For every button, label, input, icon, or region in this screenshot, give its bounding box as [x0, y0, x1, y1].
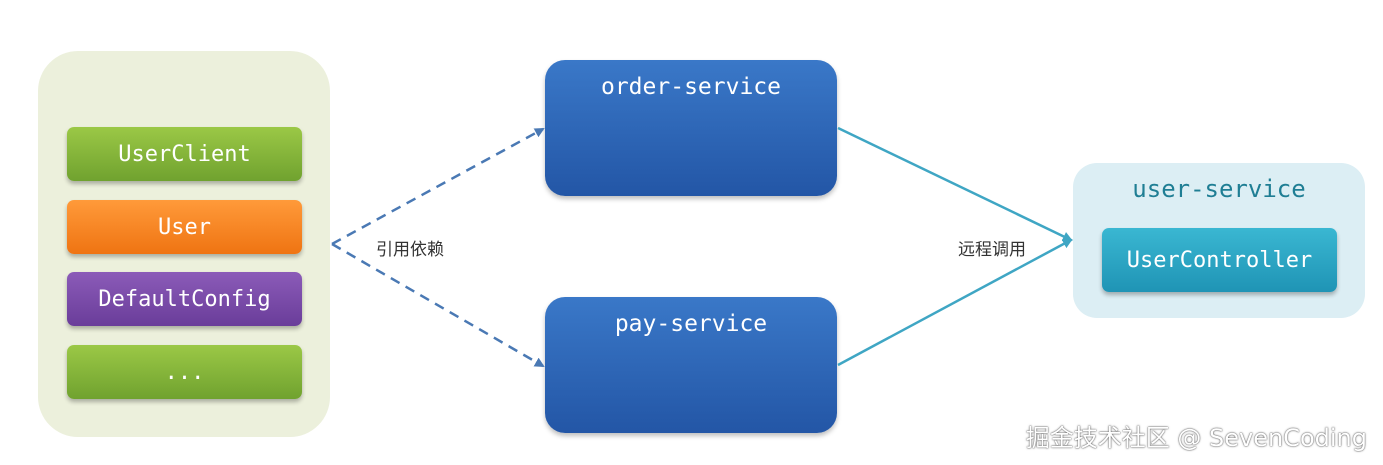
remote-call-arrow-order — [837, 126, 1073, 242]
dependency-arrow-order — [331, 127, 545, 246]
dependency-label: 引用依赖 — [376, 240, 444, 260]
pay-service-node[interactable]: pay-service — [545, 297, 837, 433]
user-client-node[interactable]: UserClient — [67, 127, 302, 181]
remote-call-arrow-pay — [837, 238, 1073, 367]
default-config-node[interactable]: DefaultConfig — [67, 272, 302, 326]
watermark: 掘金技术社区 @ SevenCoding — [1025, 424, 1367, 452]
user-service-title: user-service — [1132, 175, 1306, 203]
order-service-node[interactable]: order-service — [545, 60, 837, 196]
remote-call-label: 远程调用 — [958, 240, 1026, 260]
dependency-arrow-pay — [331, 242, 545, 368]
user-node[interactable]: User — [67, 200, 302, 254]
ellipsis-node[interactable]: ... — [67, 345, 302, 399]
user-controller-node[interactable]: UserController — [1102, 228, 1337, 292]
